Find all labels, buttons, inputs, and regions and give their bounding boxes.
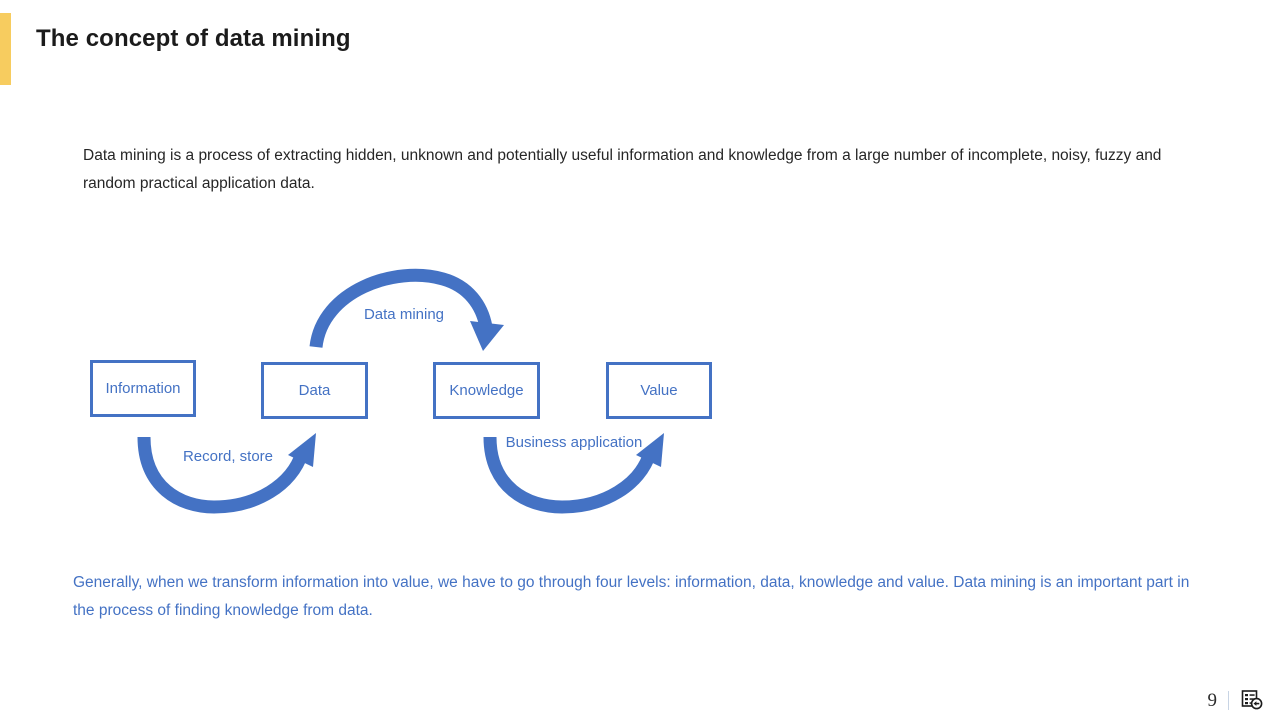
flow-box-knowledge[interactable]: Knowledge [433,362,540,419]
title-accent-bar [0,13,11,85]
arrow-label-data-mining: Data mining [363,306,445,323]
flow-box-information-label: Information [105,380,181,397]
diagram-arrows-svg [137,268,664,514]
flow-box-value[interactable]: Value [606,362,712,419]
document-history-icon[interactable] [1240,688,1264,712]
arrow-data-mining [309,268,504,351]
intro-paragraph: Data mining is a process of extracting h… [83,147,1162,192]
page-title: The concept of data mining [36,25,351,52]
flow-box-value-label: Value [640,382,678,399]
flow-box-knowledge-label: Knowledge [449,382,524,399]
slide-footer: 9 [1208,688,1265,712]
arrow-label-record-store: Record, store [182,448,274,465]
flow-box-data[interactable]: Data [261,362,368,419]
flow-box-information[interactable]: Information [90,360,196,417]
flow-box-data-label: Data [298,382,331,399]
data-mining-flow-diagram: Information Data Knowledge Value Data mi… [0,255,1280,525]
arrow-label-business-application: Business application [505,434,643,451]
arrow-business-application [483,433,664,514]
conclusion-paragraph: Generally, when we transform information… [73,574,1190,619]
page-number: 9 [1207,689,1218,711]
arrow-record-store [137,433,316,514]
footer-divider [1228,690,1229,710]
